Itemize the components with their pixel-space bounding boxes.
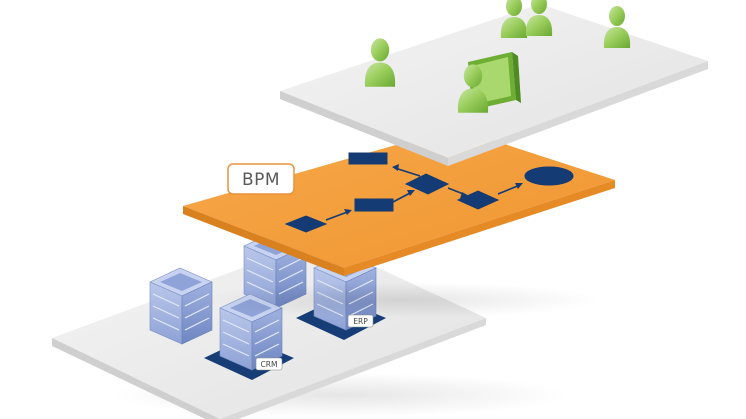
process-flow bbox=[284, 152, 574, 233]
process-layer bbox=[183, 128, 615, 318]
end-event bbox=[524, 166, 574, 186]
bpm-tag: BPM bbox=[227, 163, 295, 195]
crm-tag: CRM bbox=[255, 357, 283, 371]
process-step bbox=[354, 198, 394, 212]
process-step bbox=[456, 190, 500, 210]
person-icon bbox=[603, 6, 631, 48]
process-step bbox=[348, 152, 388, 165]
systems-layer bbox=[52, 240, 570, 419]
decision-gateway bbox=[404, 173, 450, 195]
crm-label: CRM bbox=[261, 360, 278, 369]
process-step bbox=[284, 215, 328, 233]
bpm-label: BPM bbox=[242, 170, 280, 190]
building-icon bbox=[149, 267, 213, 345]
erp-label: ERP bbox=[353, 317, 368, 326]
